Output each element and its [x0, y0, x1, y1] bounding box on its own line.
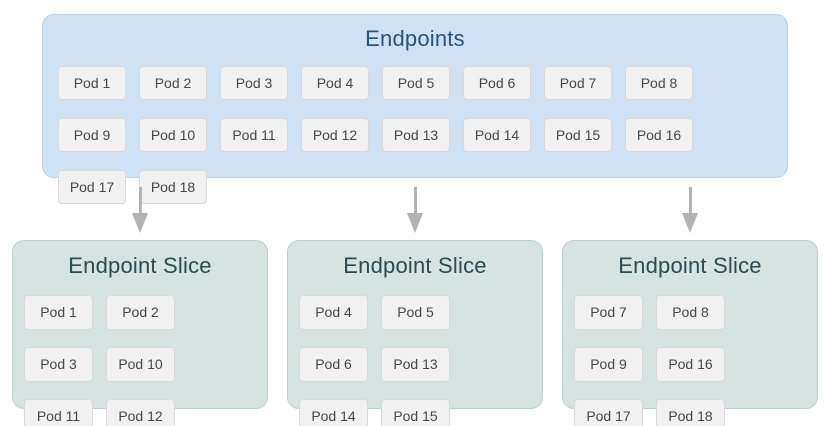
endpoint-slice-pod-grid: Pod 1 Pod 2 Pod 3 Pod 10 Pod 11 Pod 12: [13, 295, 267, 426]
pod-box: Pod 18: [139, 170, 207, 204]
pod-box: Pod 17: [574, 399, 643, 426]
arrow-head: [407, 213, 423, 233]
pod-box: Pod 1: [24, 295, 93, 330]
arrow-down-icon: [407, 187, 423, 233]
pod-box: Pod 13: [382, 118, 450, 152]
pod-box: Pod 16: [656, 347, 725, 382]
pod-box: Pod 2: [139, 66, 207, 100]
arrow-stem: [413, 187, 417, 213]
pod-box: Pod 13: [381, 347, 450, 382]
pod-box: Pod 3: [24, 347, 93, 382]
pod-box: Pod 14: [463, 118, 531, 152]
arrow-down-icon: [132, 187, 148, 233]
pod-box: Pod 7: [574, 295, 643, 330]
pod-box: Pod 9: [574, 347, 643, 382]
endpoint-slice-pod-grid: Pod 4 Pod 5 Pod 6 Pod 13 Pod 14 Pod 15: [288, 295, 542, 426]
pod-box: Pod 10: [139, 118, 207, 152]
arrow-head: [132, 213, 148, 233]
pod-box: Pod 8: [656, 295, 725, 330]
arrow-head: [682, 213, 698, 233]
pod-box: Pod 16: [625, 118, 693, 152]
pod-box: Pod 7: [544, 66, 612, 100]
pod-box: Pod 6: [463, 66, 531, 100]
pod-box: Pod 1: [58, 66, 126, 100]
pod-box: Pod 9: [58, 118, 126, 152]
endpoint-slice-title: Endpoint Slice: [68, 253, 212, 278]
pod-box: Pod 11: [220, 118, 288, 152]
arrow-down-icon: [682, 187, 698, 233]
pod-box: Pod 17: [58, 170, 126, 204]
pod-box: Pod 15: [381, 399, 450, 426]
pod-box: Pod 5: [382, 66, 450, 100]
pod-box: Pod 5: [381, 295, 450, 330]
endpoint-slice-title: Endpoint Slice: [343, 253, 487, 278]
endpoints-pod-grid: Pod 1 Pod 2 Pod 3 Pod 4 Pod 5 Pod 6 Pod 7 Pod 8…: [43, 66, 787, 204]
pod-box: Pod 4: [299, 295, 368, 330]
pod-box: Pod 4: [301, 66, 369, 100]
pod-box: Pod 12: [301, 118, 369, 152]
pod-box: Pod 12: [106, 399, 175, 426]
pod-box: Pod 15: [544, 118, 612, 152]
pod-box: Pod 6: [299, 347, 368, 382]
endpoints-title: Endpoints: [365, 26, 465, 51]
arrow-stem: [688, 187, 692, 213]
endpoints-box: Endpoints Pod 1 Pod 2 Pod 3 Pod 4 Pod 5 Pod 6…: [42, 14, 788, 204]
pod-box: Pod 3: [220, 66, 288, 100]
arrow-stem: [138, 187, 142, 213]
pod-box: Pod 10: [106, 347, 175, 382]
endpoint-slice-pod-grid: Pod 7 Pod 8 Pod 9 Pod 16 Pod 17 Pod 18: [563, 295, 817, 426]
pod-box: Pod 11: [24, 399, 93, 426]
pod-box: Pod 8: [625, 66, 693, 100]
pod-box: Pod 18: [656, 399, 725, 426]
pod-box: Pod 2: [106, 295, 175, 330]
pod-box: Pod 14: [299, 399, 368, 426]
endpoint-slice-title: Endpoint Slice: [618, 253, 762, 278]
